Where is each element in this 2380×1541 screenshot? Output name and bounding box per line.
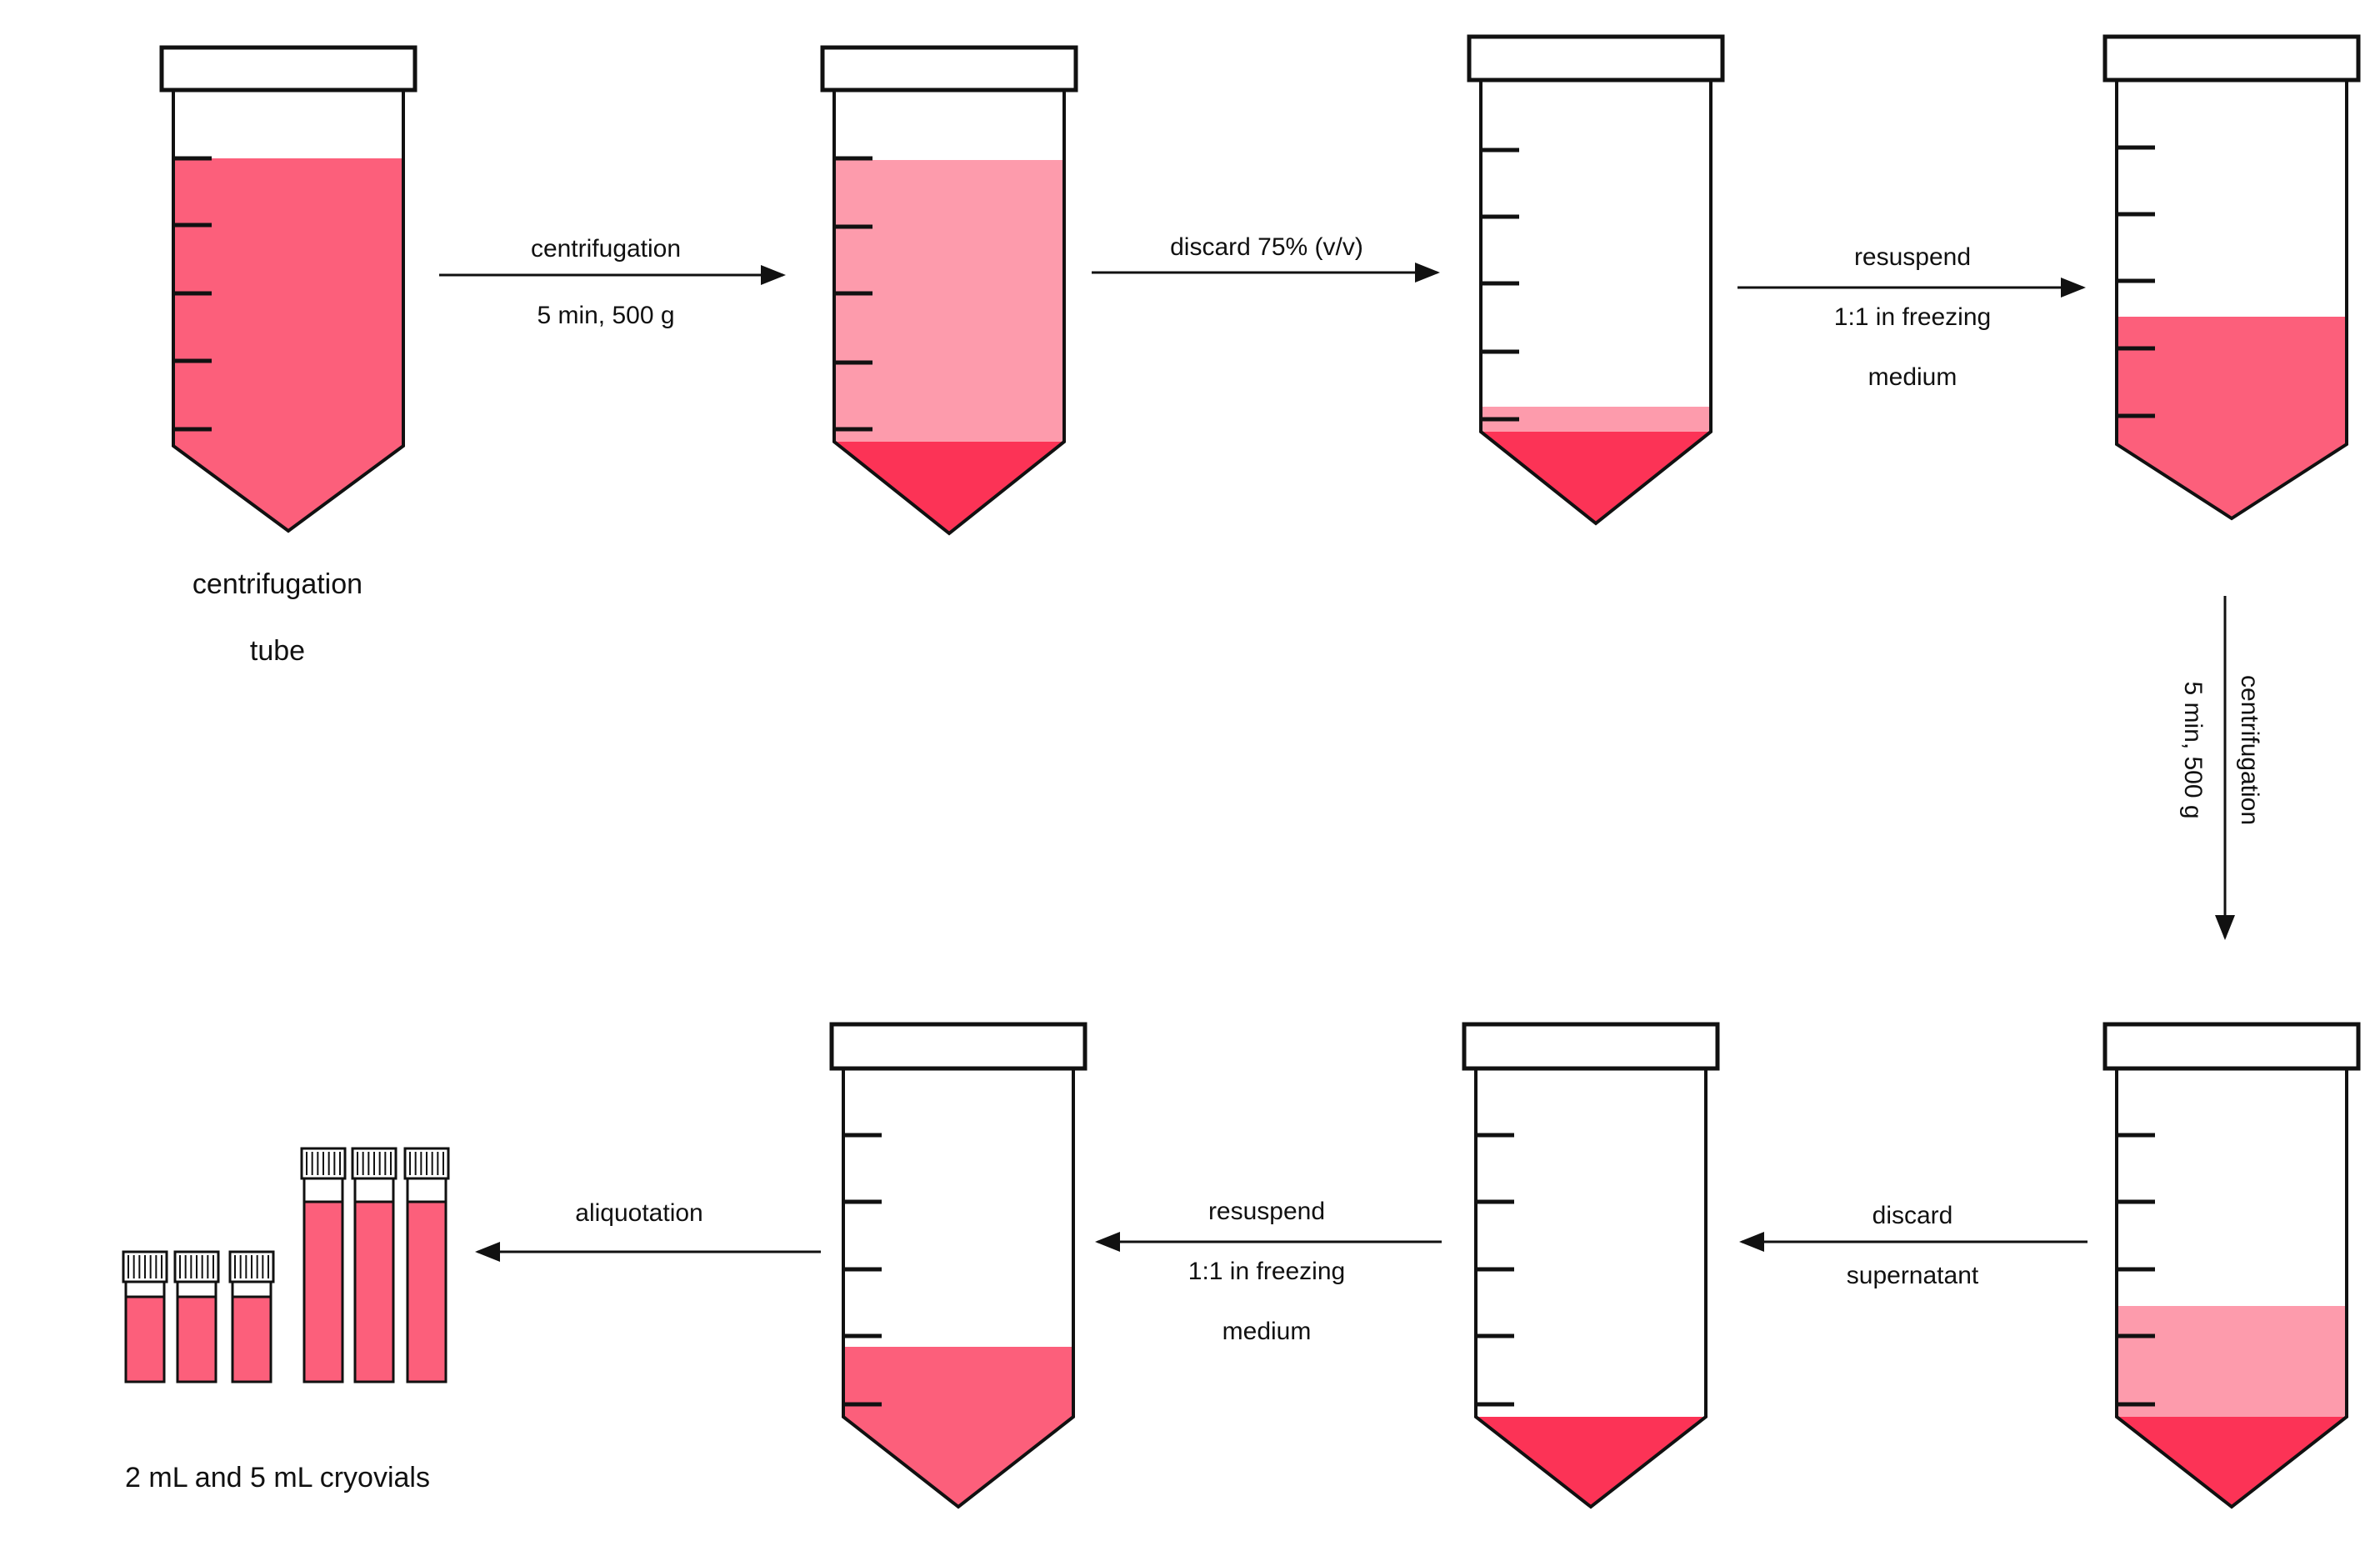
- step-centrifugation-2: centrifugation 5 min, 500 g: [2179, 675, 2263, 825]
- step-centrifugation-1: centrifugation 5 min, 500 g: [531, 235, 681, 329]
- large-cryovial: [403, 1147, 450, 1383]
- cryovial-neck: [353, 1177, 395, 1203]
- cryovial-body: [176, 1295, 218, 1383]
- cryovial-neck: [176, 1280, 218, 1298]
- label-line: 1:1 in freezing: [1188, 1258, 1345, 1285]
- cryovial-body: [302, 1200, 344, 1383]
- tube-cap: [2102, 1022, 2361, 1071]
- tube-cap: [820, 45, 1078, 93]
- label-line: medium: [1868, 363, 1958, 391]
- label-line: tube: [250, 635, 305, 667]
- supernatant-fill: [834, 160, 1064, 442]
- tube-outline: [842, 1068, 1075, 1509]
- tube-7-resuspended: [829, 1022, 1088, 1509]
- arrows-layer: [439, 263, 2235, 1262]
- tube-5-centrifuged: [2102, 1022, 2361, 1509]
- small-cryovial: [122, 1250, 168, 1383]
- step-discard-75: discard 75% (v/v): [1170, 233, 1363, 261]
- cryovial-neck: [406, 1177, 448, 1203]
- label-line: discard 75% (v/v): [1170, 233, 1363, 261]
- small-cryovial: [173, 1250, 220, 1383]
- label-line: centrifugation: [192, 568, 362, 600]
- tube-6-pellet: [1462, 1022, 1720, 1509]
- pellet-fill: [1481, 432, 1711, 523]
- tube-outline: [1474, 1068, 1708, 1509]
- label-line: supernatant: [1847, 1262, 1979, 1289]
- step-resuspend-2: resuspend 1:1 in freezing medium: [1188, 1198, 1345, 1345]
- tube-cap: [1467, 34, 1725, 83]
- tube-outline: [2115, 1068, 2348, 1509]
- label-line: 5 min, 500 g: [2179, 681, 2207, 818]
- tube-outline: [1479, 80, 1712, 526]
- cryovials-layer: [122, 1147, 450, 1383]
- cryovial-neck: [302, 1177, 344, 1203]
- large-cryovial: [300, 1147, 347, 1383]
- label-line: resuspend: [1208, 1198, 1325, 1225]
- tube-2-centrifuged: [820, 45, 1078, 536]
- labels-layer: centrifugation 5 min, 500 g discard 75% (v…: [125, 233, 2263, 1493]
- label-line: 2 mL and 5 mL cryovials: [125, 1462, 430, 1493]
- cryovial-body: [231, 1295, 272, 1383]
- label-line: centrifugation: [531, 235, 681, 263]
- label-line: resuspend: [1854, 243, 1971, 271]
- step-aliquotation: aliquotation: [575, 1199, 702, 1227]
- tube-1-full: [159, 45, 418, 533]
- medium-fill: [843, 1347, 1073, 1507]
- label-line: 1:1 in freezing: [1834, 303, 1991, 331]
- supernatant-fill: [2117, 1306, 2347, 1417]
- cryovials-caption: 2 mL and 5 mL cryovials: [125, 1462, 430, 1493]
- cryovial-body: [353, 1200, 395, 1383]
- label-line: 5 min, 500 g: [537, 302, 674, 329]
- large-cryovial: [351, 1147, 398, 1383]
- cryovial-neck: [124, 1280, 166, 1298]
- tube-cap: [159, 45, 418, 93]
- cryovial-body: [406, 1200, 448, 1383]
- step-resuspend-1: resuspend 1:1 in freezing medium: [1834, 243, 1991, 391]
- tube-cap: [1462, 1022, 1720, 1071]
- pellet-fill: [834, 442, 1064, 533]
- label-line: medium: [1222, 1318, 1312, 1345]
- small-cryovial: [228, 1250, 275, 1383]
- tube-cap: [2102, 34, 2361, 83]
- pellet-fill: [2117, 1417, 2347, 1507]
- cryovial-neck: [231, 1280, 272, 1298]
- label-line: centrifugation: [2236, 675, 2263, 825]
- label-line: aliquotation: [575, 1199, 702, 1227]
- tube-4-resuspended: [2102, 34, 2361, 521]
- pellet-fill: [1476, 1417, 1706, 1507]
- tube-outline: [832, 90, 1066, 536]
- tube-outline: [2115, 80, 2348, 521]
- tube-3-after-discard: [1467, 34, 1725, 526]
- step-discard-supernatant: discard supernatant: [1847, 1202, 1979, 1289]
- tube-1-caption: centrifugation tube: [192, 568, 362, 667]
- medium-fill: [173, 158, 403, 531]
- tube-outline: [172, 90, 405, 533]
- tube-cap: [829, 1022, 1088, 1071]
- label-line: discard: [1872, 1202, 1953, 1229]
- cryovial-body: [124, 1295, 166, 1383]
